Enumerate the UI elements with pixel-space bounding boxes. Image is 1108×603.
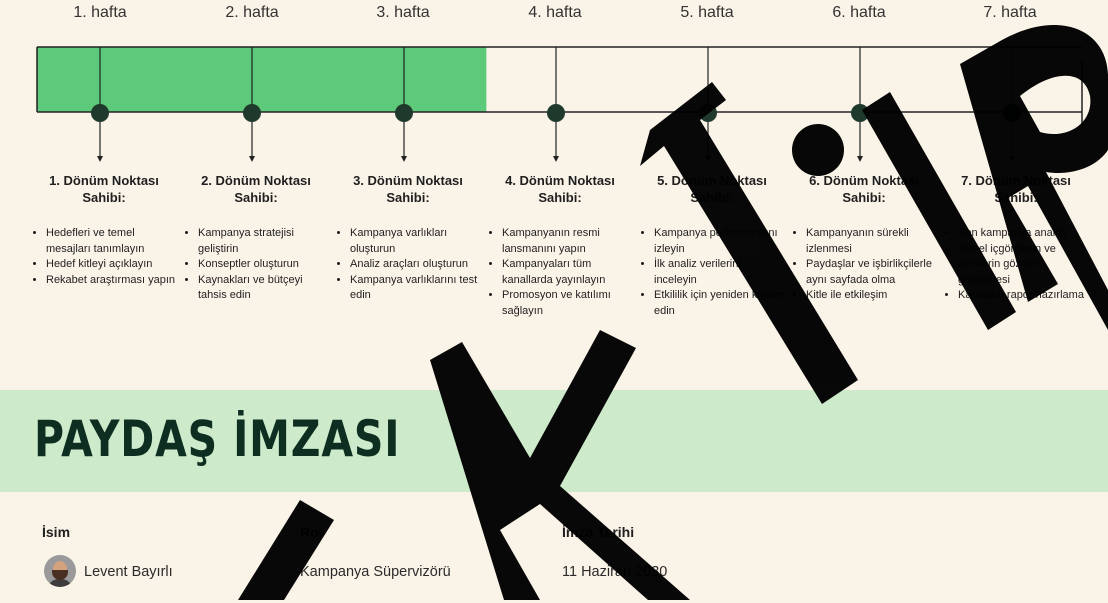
timeline-arrow (705, 156, 711, 162)
task-item: Hedefleri ve temel mesajları tanımlayın (46, 226, 178, 257)
timeline-arrow (401, 156, 407, 162)
milestone-tasks: Kampanya stratejisi geliştirin Konseptle… (182, 226, 330, 304)
task-item: Temel içgörülerin ve derslerin gözden ge… (958, 242, 1090, 289)
task-item: Hedef kitleyi açıklayın (46, 257, 178, 273)
week-label: 3. hafta (376, 4, 430, 21)
timeline-arrow (857, 156, 863, 162)
task-item: Kampanya performansını izleyin (654, 226, 786, 257)
task-item: Kampanya varlıkları oluşturun (350, 226, 482, 257)
timeline-arrow (97, 156, 103, 162)
week-label: 6. hafta (832, 4, 886, 21)
task-item: Son kampanya analizi (958, 226, 1090, 242)
task-item: İlk analiz verilerini inceleyin (654, 257, 786, 288)
task-item: Kitle ile etkileşim (806, 288, 938, 304)
task-item: Kaynakları ve bütçeyi tahsis edin (198, 273, 330, 304)
task-item: Kampanyanın resmi lansmanını yapın (502, 226, 634, 257)
milestone-tasks: Kampanya performansını izleyin İlk anali… (638, 226, 786, 319)
timeline-arrow (249, 156, 255, 162)
timeline-dot (91, 104, 109, 122)
timeline-dot (1003, 104, 1021, 122)
task-item: Kampanyaları tüm kanallarda yayınlayın (502, 257, 634, 288)
timeline-arrow (553, 156, 559, 162)
milestone-tasks: Kampanyanın resmi lansmanını yapın Kampa… (486, 226, 634, 319)
signer-role: Kampanya Süpervizörü (300, 564, 451, 580)
timeline-dot (851, 104, 869, 122)
signature-date: 11 Haziran 2030 (562, 564, 668, 580)
timeline-dot (699, 104, 717, 122)
week-label: 5. hafta (680, 4, 734, 21)
week-label: 1. hafta (73, 4, 127, 21)
task-item: Promosyon ve katılımı sağlayın (502, 288, 634, 319)
task-item: Analiz araçları oluşturun (350, 257, 482, 273)
avatar (44, 555, 76, 587)
timeline-dot (395, 104, 413, 122)
milestone-tasks: Kampanya varlıkları oluşturun Analiz ara… (334, 226, 482, 304)
task-item: Rekabet araştırması yapın (46, 273, 178, 289)
milestone-tasks: Kampanyanın sürekli izlenmesi Paydaşlar … (790, 226, 938, 304)
timeline (36, 46, 1083, 162)
signer-name: Levent Bayırlı (84, 564, 173, 580)
signature-title: PAYDAŞ İMZASI (34, 410, 401, 468)
milestone-tasks: Son kampanya analizi Temel içgörülerin v… (942, 226, 1090, 304)
task-item: Etkililik için yeniden kalibre edin (654, 288, 786, 319)
milestone-tasks: Hedefleri ve temel mesajları tanımlayın … (30, 226, 178, 288)
task-item: Paydaşlar ve işbirlikçilerle aynı sayfad… (806, 257, 938, 288)
role-column-header: Rol (300, 524, 323, 540)
task-item: Konseptler oluşturun (198, 257, 330, 273)
date-column-header: İmza Tarihi (562, 524, 635, 540)
timeline-arrow (1009, 156, 1015, 162)
week-label: 7. hafta (983, 4, 1037, 21)
week-label: 4. hafta (528, 4, 582, 21)
task-item: Kampanyanın sürekli izlenmesi (806, 226, 938, 257)
timeline-dot (547, 104, 565, 122)
week-label: 2. hafta (225, 4, 279, 21)
signature-banner: PAYDAŞ İMZASI (0, 390, 1108, 492)
timeline-progress-fill (37, 47, 487, 112)
name-column-header: İsim (42, 524, 71, 540)
task-item: Kapsamlı rapor hazırlama (958, 288, 1090, 304)
task-item: Kampanya stratejisi geliştirin (198, 226, 330, 257)
timeline-dot (243, 104, 261, 122)
task-item: Kampanya varlıklarını test edin (350, 273, 482, 304)
